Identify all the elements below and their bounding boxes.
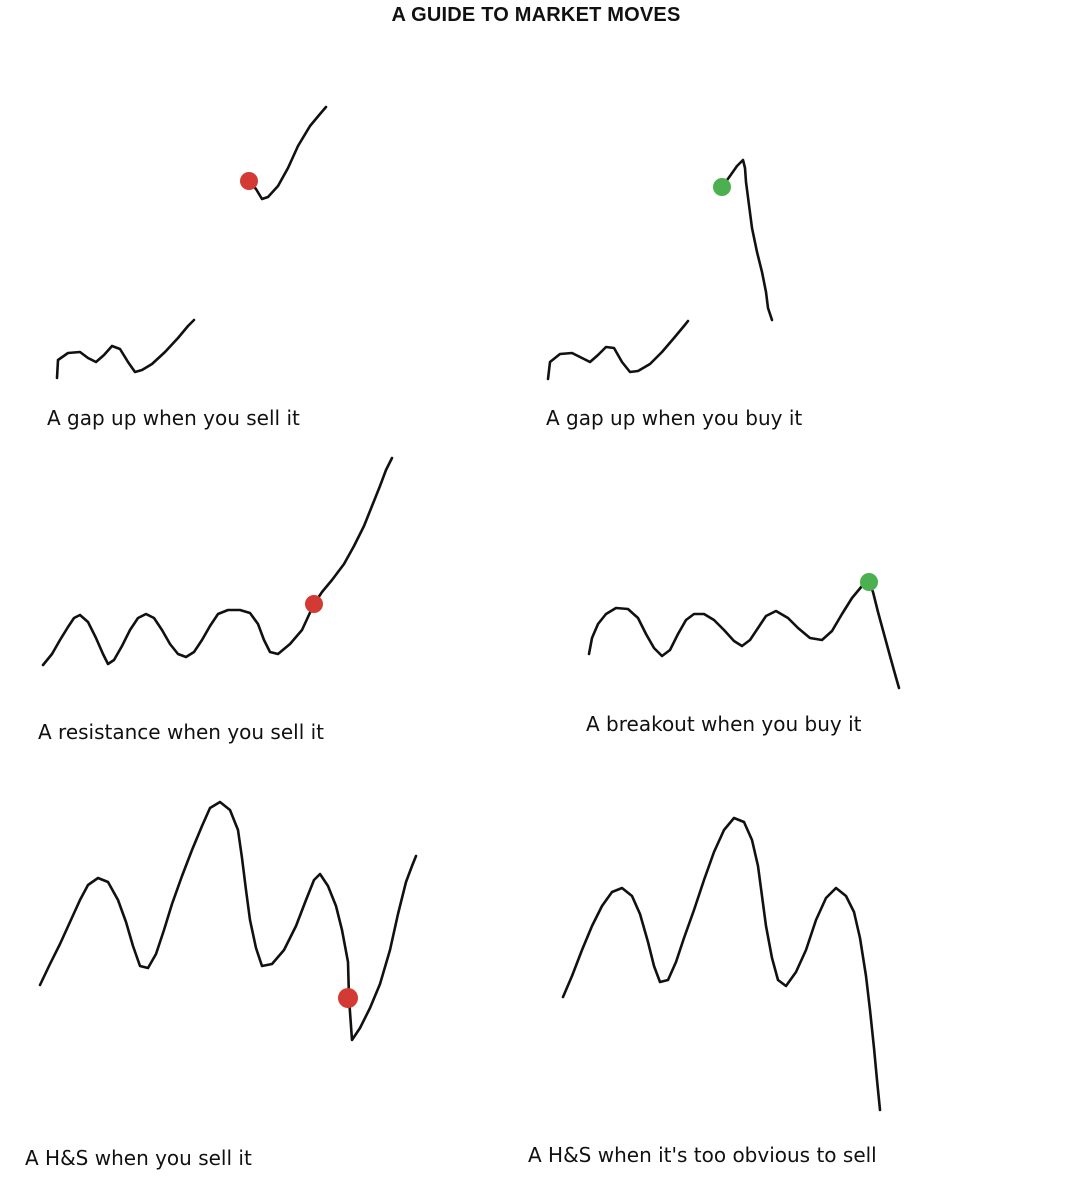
- panel-4-price-line: [587, 580, 901, 690]
- panel-2-buy-dot: [713, 178, 731, 196]
- panel-5-sell-dot: [338, 988, 358, 1008]
- panel-3-caption: A resistance when you sell it: [38, 720, 325, 744]
- panel-5-sketch: [38, 800, 418, 1042]
- panel-1-price-line-before: [55, 318, 196, 380]
- panel-2-caption: A gap up when you buy it: [546, 406, 803, 430]
- panel-6-caption: A H&S when it's too obvious to sell: [528, 1143, 877, 1167]
- panel-4-sketch: [587, 573, 901, 690]
- panel-6-sketch: [561, 816, 882, 1112]
- panel-3-sketch: [41, 456, 394, 667]
- panel-2-price-line-after: [720, 158, 774, 322]
- panel-1-sketch: [55, 105, 328, 380]
- panel-3-sell-dot: [305, 595, 323, 613]
- page-title: A GUIDE TO MARKET MOVES: [391, 4, 681, 26]
- panel-1-sell-dot: [240, 172, 258, 190]
- panel-3-price-line: [41, 456, 394, 667]
- panel-5-caption: A H&S when you sell it: [25, 1146, 252, 1170]
- panel-4-buy-dot: [860, 573, 878, 591]
- panel-4-caption: A breakout when you buy it: [586, 712, 862, 736]
- panel-2-price-line-before: [546, 319, 690, 381]
- panel-2-sketch: [546, 158, 774, 381]
- panel-1-caption: A gap up when you sell it: [47, 406, 300, 430]
- panel-6-price-line: [561, 816, 882, 1112]
- panel-1-price-line-after: [247, 105, 328, 201]
- panel-5-price-line: [38, 800, 418, 1042]
